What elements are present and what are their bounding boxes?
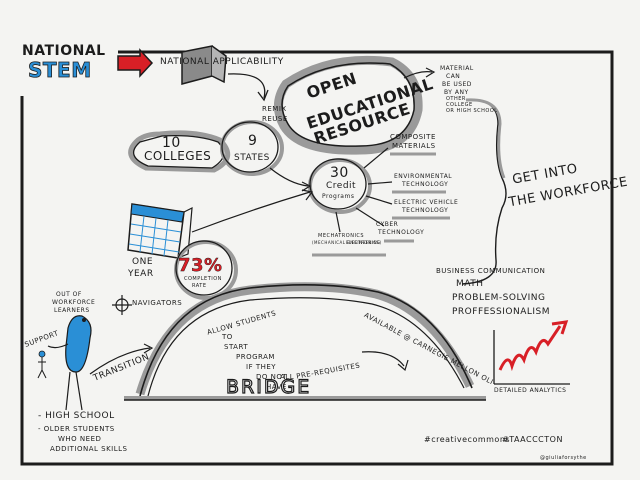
program-ev-1: ELECTRIC VEHICLE — [394, 199, 459, 206]
completion-percent: 73% — [178, 255, 223, 276]
credit-count: 30 — [330, 165, 349, 181]
analytics-label: DETAILED ANALYTICS — [494, 387, 567, 394]
colleges-count: 10 — [162, 135, 181, 151]
skill-problem-solving: PROBLEM-SOLVING — [452, 293, 546, 303]
learners-line3: LEARNERS — [54, 307, 90, 314]
program-composite-1: COMPOSITE — [390, 133, 436, 141]
allow-line8: ALL — [280, 373, 295, 381]
underlines — [312, 152, 450, 257]
person-icon — [47, 315, 92, 411]
red-arrow-icon — [117, 48, 154, 78]
states-label: STATES — [234, 153, 270, 163]
credit-programs-label: Programs — [322, 193, 355, 200]
audience-line2: - OLDER STUDENTS — [38, 425, 115, 433]
bridge-arc — [135, 282, 475, 396]
program-mechatronics: MECHATRONICS — [318, 233, 365, 239]
year-label-1: ONE — [132, 257, 154, 267]
audience-line1: - HIGH SCHOOL — [38, 411, 115, 421]
allow-line4: PROGRAM — [236, 353, 275, 361]
remix-label: REMIX — [262, 105, 287, 113]
allow-line2: TO — [222, 333, 233, 341]
book-icon — [181, 45, 227, 85]
skill-math: MATH — [456, 279, 484, 289]
completion-label-1: COMPLETION — [184, 276, 222, 282]
allow-line3: START — [224, 343, 249, 351]
states-count: 9 — [248, 133, 258, 149]
connector-line — [227, 73, 266, 99]
material-note-2: CAN — [446, 73, 461, 80]
year-label-2: YEAR — [128, 269, 154, 279]
program-cyber-2: TECHNOLOGY — [378, 229, 425, 236]
material-note-4: BY ANY — [444, 89, 469, 96]
program-cyber-1: CYBER — [376, 221, 399, 228]
learners-line1: OUT OF — [56, 291, 82, 298]
program-env-1: ENVIRONMENTAL — [394, 173, 453, 180]
small-person-icon — [37, 350, 47, 379]
calendar-icon — [127, 203, 193, 259]
brace-line — [461, 99, 507, 285]
program-mech-eng: (MECHANICAL ENGINEERING — [312, 240, 381, 245]
reuse-label: REUSE — [262, 115, 288, 123]
hashtag-taaccct: #TAACCCTON — [502, 435, 563, 444]
allow-line5: IF THEY — [246, 363, 277, 371]
program-ev-2: TECHNOLOGY — [402, 207, 449, 214]
analytics-chart-icon — [493, 320, 570, 385]
arrow-head — [257, 89, 269, 102]
colleges-bubble — [128, 130, 231, 173]
author-credit: @giuliaforsythe — [540, 455, 587, 461]
program-composite-2: MATERIALS — [392, 142, 436, 150]
audience-line3: WHO NEED — [58, 435, 102, 443]
brand-line1: NATIONAL — [22, 43, 106, 59]
skill-business-communication: BUSINESS COMMUNICATION — [436, 267, 546, 275]
material-note-7: OR HIGH SCHOOL — [446, 108, 498, 114]
program-connectors — [335, 147, 393, 233]
completion-label-2: RATE — [192, 283, 207, 289]
brand-line2: STEM — [28, 58, 92, 82]
hashtag-creativecommons: #creativecommons — [424, 435, 511, 444]
learners-line2: WORKFORCE — [52, 299, 96, 306]
skill-professionalism: PROFFESSIONALISM — [452, 307, 551, 317]
material-note-3: BE USED — [442, 81, 472, 88]
bridge-label: BRIDGE — [225, 376, 312, 398]
program-electronics: ELECTRONICS) — [346, 240, 382, 245]
material-note-6: COLLEGE — [446, 102, 473, 108]
applicability-label: NATIONAL APPLICABILITY — [160, 57, 284, 67]
allow-line6: DO NOT — [256, 373, 288, 381]
material-note-5: OTHER — [446, 96, 466, 102]
audience-line4: ADDITIONAL SKILLS — [50, 445, 128, 453]
allow-line7: HAVE — [266, 383, 287, 391]
program-env-2: TECHNOLOGY — [402, 181, 449, 188]
credit-label: Credit — [326, 181, 357, 191]
oer-bubble — [274, 55, 423, 155]
colleges-label: COLLEGES — [144, 149, 212, 163]
frame-border — [20, 50, 614, 466]
material-note-1: MATERIAL — [440, 65, 474, 72]
compass-icon — [112, 295, 132, 315]
navigators-label: NAVIGATORS — [132, 299, 183, 307]
